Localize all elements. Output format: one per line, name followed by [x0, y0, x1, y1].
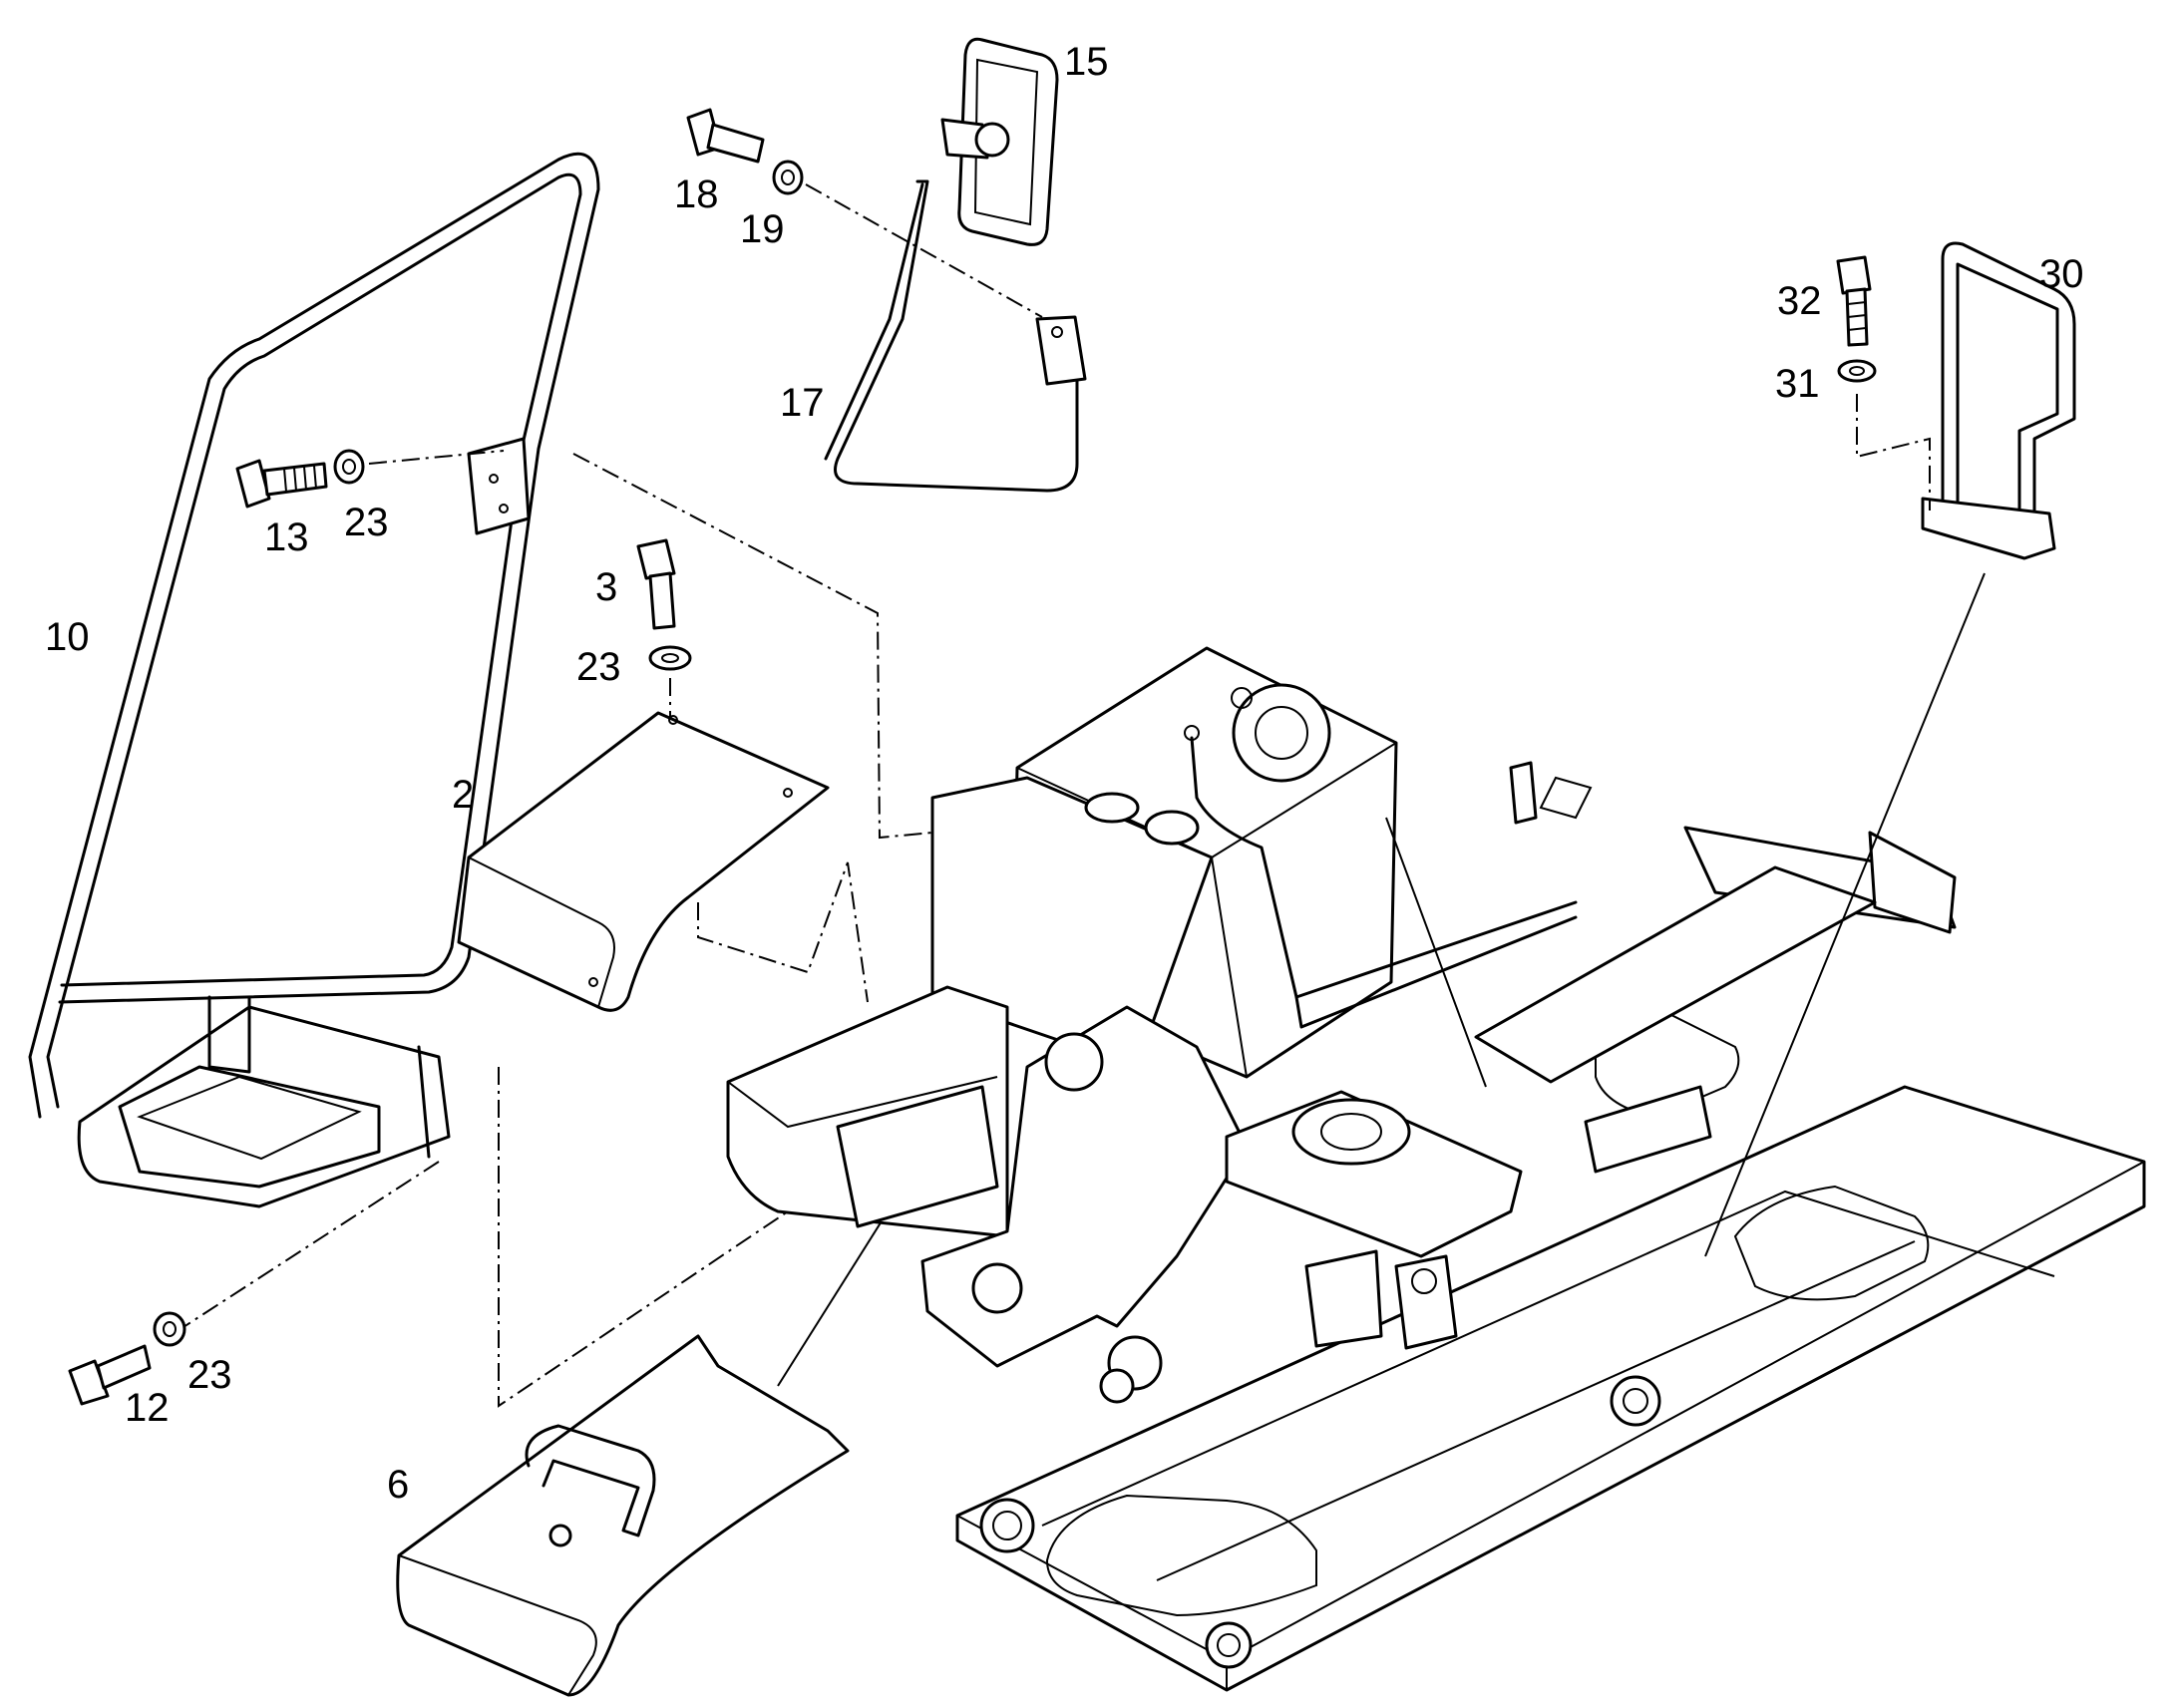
callout-17: 17 [780, 381, 825, 425]
part-3-bolt [636, 538, 676, 630]
callout-30: 30 [2039, 252, 2084, 296]
part-13-bolt [235, 459, 328, 509]
callout-2: 2 [452, 773, 474, 817]
carrier-chassis [955, 826, 2146, 1692]
callout-10: 10 [45, 615, 90, 659]
part-12-bolt [68, 1344, 152, 1406]
part-18-bolt [686, 108, 765, 164]
callout-31: 31 [1775, 362, 1820, 406]
part-17-mirror-arm [824, 179, 1087, 493]
part-30-rear-handrail [1921, 241, 2076, 560]
callouts: 15 18 19 17 32 30 31 13 23 10 3 23 2 23 … [45, 40, 2084, 1507]
upper-structure [726, 646, 1877, 1404]
callout-6: 6 [387, 1463, 409, 1507]
callout-23b: 23 [576, 645, 621, 689]
part-31-washer [1837, 359, 1877, 383]
callout-32: 32 [1777, 279, 1822, 323]
part-15-mirror [940, 37, 1059, 246]
part-2-cover-plate [457, 711, 830, 1012]
part-32-bolt [1836, 255, 1872, 347]
part-23-washer-a [333, 449, 365, 485]
callout-15: 15 [1064, 40, 1109, 84]
callout-18: 18 [674, 172, 719, 216]
callout-3: 3 [595, 565, 617, 609]
part-23-washer-b [648, 645, 692, 671]
callout-23a: 23 [344, 501, 389, 544]
part-10-handrail-frame [28, 152, 600, 1119]
part-23-washer-c [153, 1311, 186, 1347]
part-6-step-cover [396, 1334, 850, 1697]
callout-12: 12 [125, 1386, 170, 1430]
callout-13: 13 [264, 515, 309, 559]
part-19-washer [772, 160, 804, 195]
step-bracket [77, 995, 451, 1208]
callout-23c: 23 [187, 1353, 232, 1397]
callout-19: 19 [740, 207, 785, 251]
